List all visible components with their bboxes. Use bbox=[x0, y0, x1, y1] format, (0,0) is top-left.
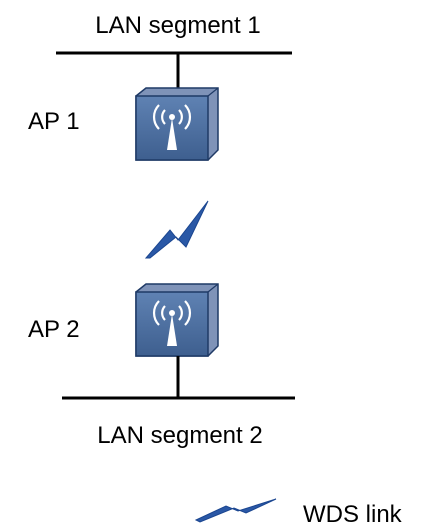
lightning-bolt-icon bbox=[194, 498, 277, 523]
lan-segment-2-label: LAN segment 2 bbox=[97, 422, 262, 449]
ap2-label: AP 2 bbox=[28, 316, 80, 343]
ap1-label: AP 1 bbox=[28, 108, 80, 135]
ap1-device-icon bbox=[134, 86, 220, 162]
wds-link-icon bbox=[144, 200, 209, 259]
legend-wds-link-label: WDS link bbox=[303, 501, 403, 528]
ap2-device-icon bbox=[134, 282, 220, 358]
lan-segment-1-label: LAN segment 1 bbox=[95, 12, 260, 39]
